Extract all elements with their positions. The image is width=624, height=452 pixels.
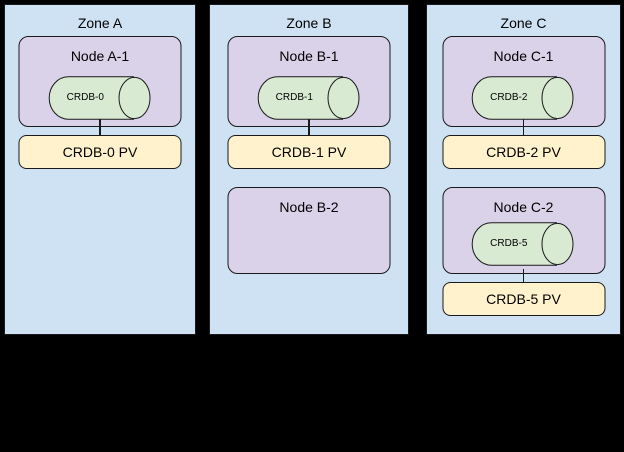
pv-label: CRDB-5 PV [486, 291, 561, 307]
node-title: Node B-2 [279, 199, 339, 215]
pv-label: CRDB-2 PV [486, 144, 561, 160]
pv-crdb-5: CRDB-5 PV [442, 282, 605, 316]
node-a-1: Node A-1 CRDB-0 [18, 36, 182, 127]
pod-crdb-0: CRDB-0 [48, 76, 153, 120]
zone-title: Zone A [77, 15, 123, 31]
node-b-2: Node B-2 [227, 187, 391, 274]
node-title: Node C-1 [493, 48, 554, 64]
node-title: Node C-2 [493, 199, 554, 215]
zone-title: Zone B [286, 15, 332, 31]
cylinder-shape-icon [48, 76, 150, 120]
pod-crdb-1: CRDB-1 [257, 76, 362, 120]
pod-label: CRDB-5 [490, 238, 528, 249]
cylinder-shape-icon [471, 76, 574, 120]
pv-label: CRDB-1 PV [271, 144, 347, 160]
zone-a: Zone A Node A-1 CRDB-0 CRDB-0 PV [4, 4, 196, 335]
pod-label: CRDB-0 [66, 92, 104, 103]
pod-pv-connector [522, 269, 524, 283]
pv-crdb-2: CRDB-2 PV [442, 135, 605, 169]
node-c-1: Node C-1 CRDB-2 [442, 36, 605, 127]
pod-pv-connector [522, 119, 524, 136]
zone-c: Zone C Node C-1 CRDB-2 CRDB-2 PV Node C-… [426, 4, 621, 335]
pv-label: CRDB-0 PV [62, 144, 138, 160]
pv-crdb-1: CRDB-1 PV [227, 135, 391, 169]
node-title: Node A-1 [70, 48, 130, 64]
pod-crdb-2: CRDB-2 [471, 76, 576, 120]
cylinder-shape-icon [471, 222, 574, 266]
pod-label: CRDB-1 [275, 92, 313, 103]
node-c-2: Node C-2 CRDB-5 [442, 187, 605, 274]
pod-label: CRDB-2 [490, 92, 528, 103]
node-b-1: Node B-1 CRDB-1 [227, 36, 391, 127]
zone-b: Zone B Node B-1 CRDB-1 CRDB-1 PV Node B-… [209, 4, 409, 335]
pod-crdb-5: CRDB-5 [471, 222, 576, 266]
cylinder-shape-icon [257, 76, 359, 120]
pv-crdb-0: CRDB-0 PV [18, 135, 182, 169]
pod-pv-connector [99, 119, 101, 136]
zone-title: Zone C [500, 15, 547, 31]
pod-pv-connector [308, 119, 310, 136]
node-title: Node B-1 [279, 48, 339, 64]
